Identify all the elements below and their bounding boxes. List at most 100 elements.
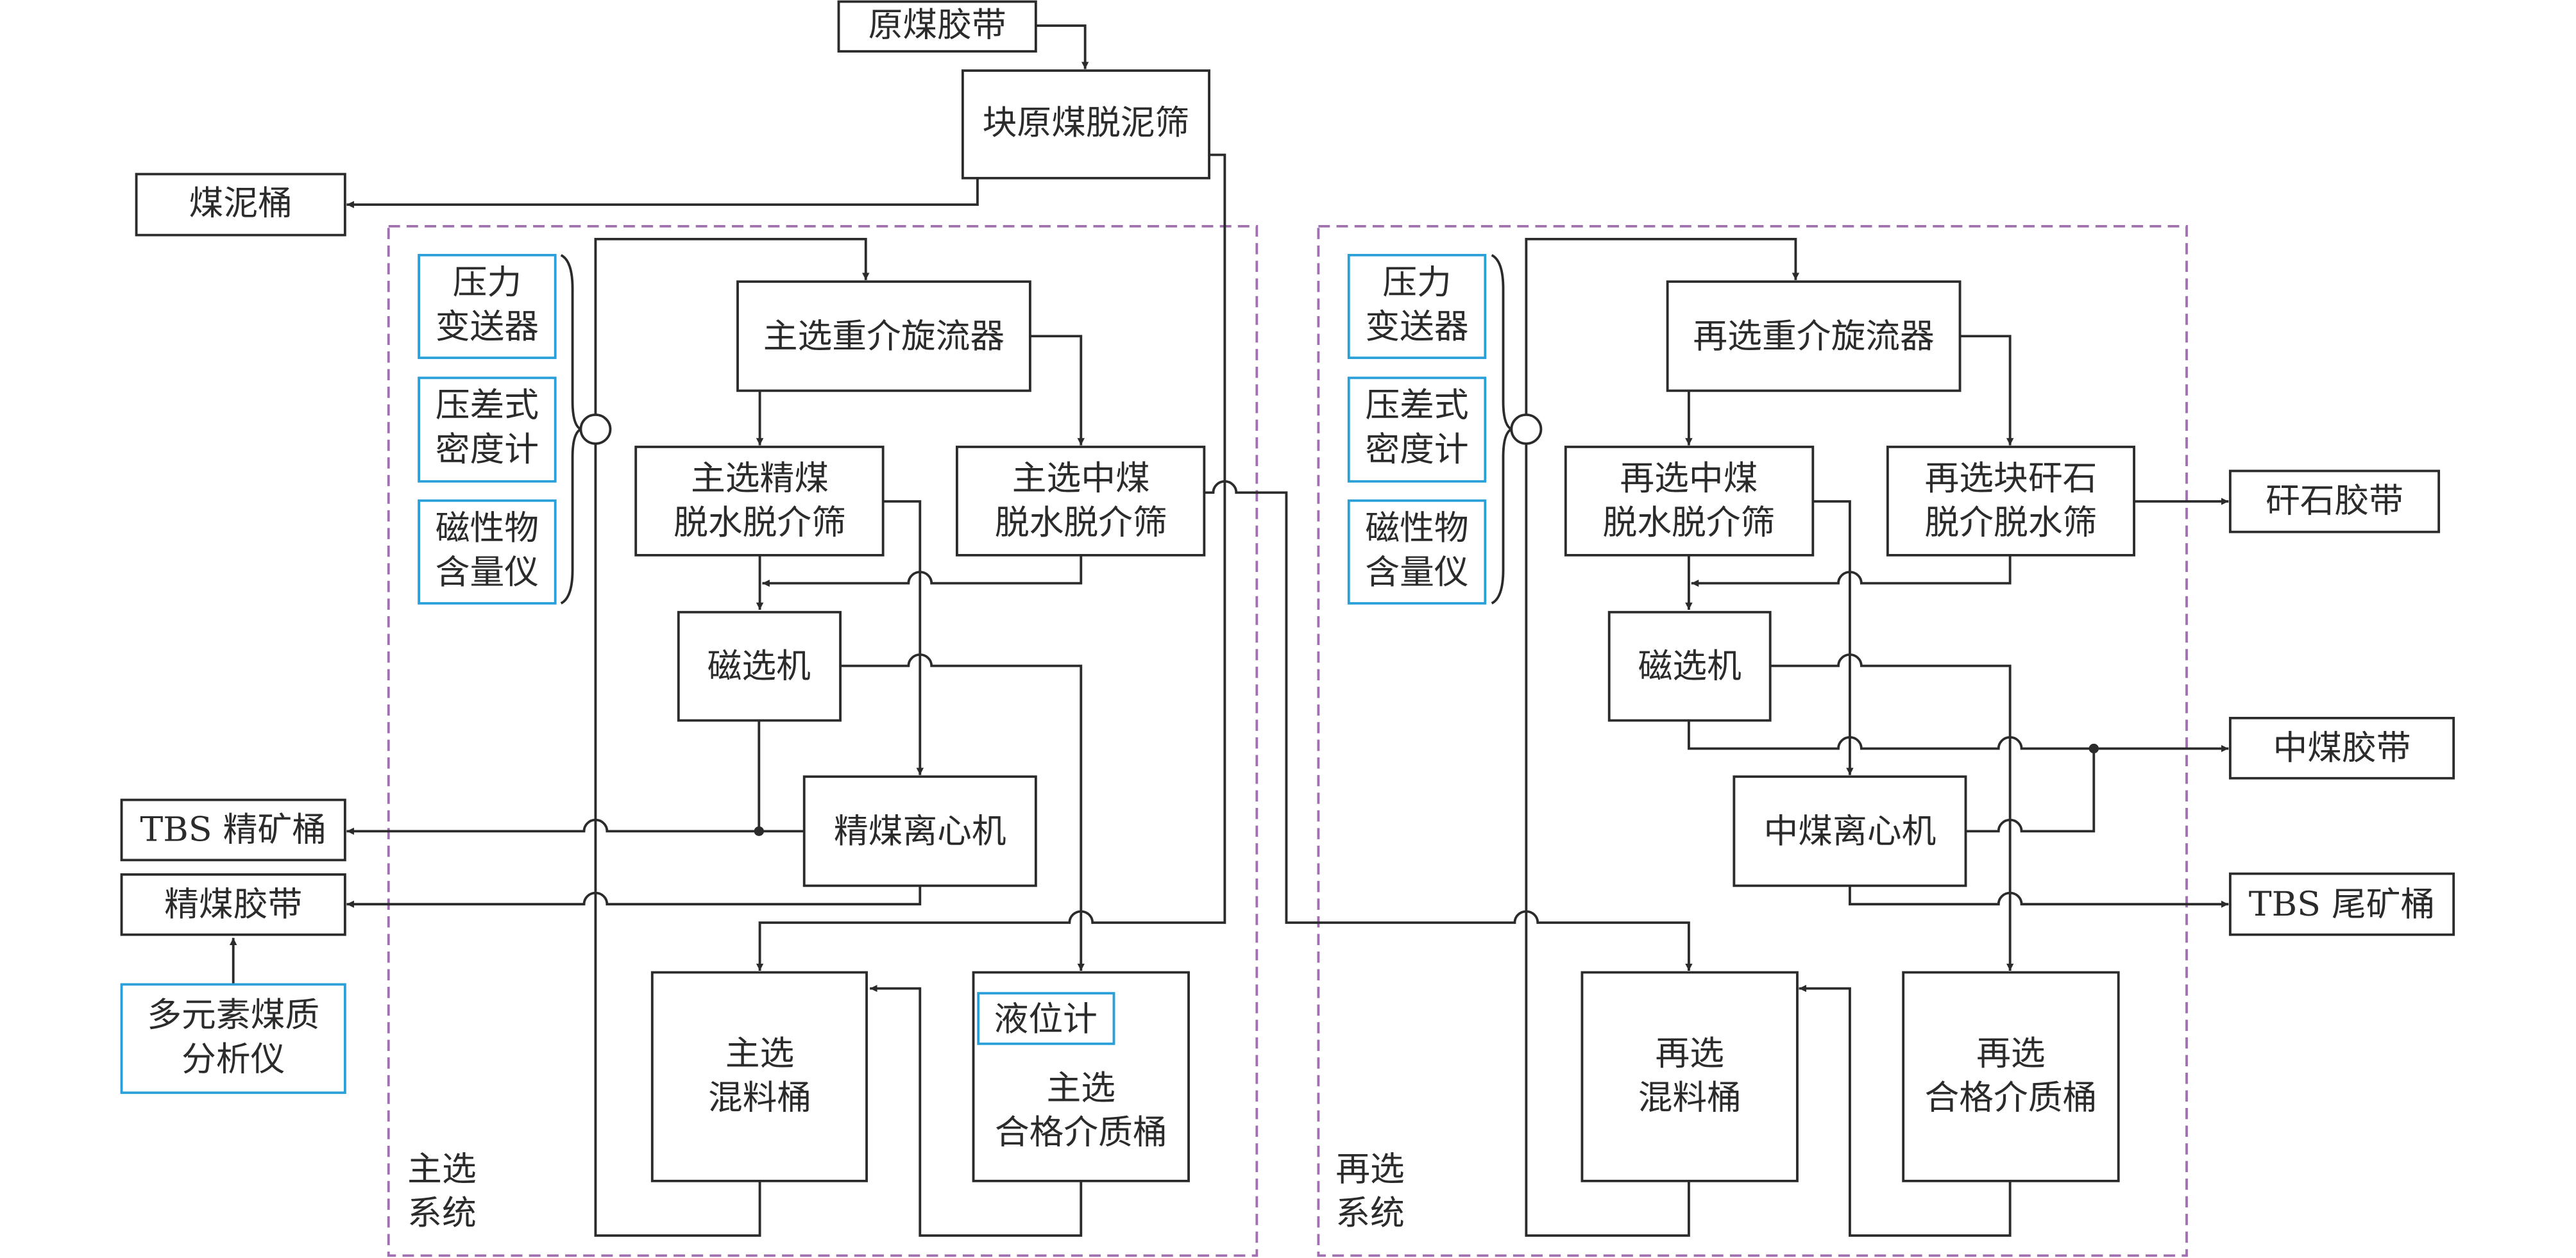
svg-text:主选: 主选 bbox=[725, 1034, 795, 1073]
arrow-re-medium-to-mixing bbox=[1799, 984, 2012, 1237]
svg-text:再选中煤: 再选中煤 bbox=[1620, 458, 1758, 498]
svg-text:压力: 压力 bbox=[453, 263, 522, 302]
svg-text:TBS 尾矿桶: TBS 尾矿桶 bbox=[2249, 885, 2436, 924]
arrow-cyclone-to-middling-screen bbox=[1030, 335, 1085, 446]
main-medium-tank: 液位计 主选 合格介质桶 bbox=[972, 971, 1190, 1182]
re-instrument-pressure: 压力 变送器 bbox=[1347, 254, 1487, 359]
main-cyclone: 主选重介旋流器 bbox=[736, 280, 1031, 392]
svg-text:磁性物: 磁性物 bbox=[436, 508, 539, 548]
re-magnetic-separator: 磁选机 bbox=[1607, 610, 1772, 722]
svg-text:主选中煤: 主选中煤 bbox=[1012, 458, 1150, 498]
svg-text:合格介质桶: 合格介质桶 bbox=[995, 1112, 1167, 1152]
svg-text:液位计: 液位计 bbox=[994, 999, 1097, 1038]
svg-text:主选重介旋流器: 主选重介旋流器 bbox=[763, 317, 1004, 356]
arrow-main-mixing-to-cyclone bbox=[594, 238, 870, 1237]
main-instrument-density: 压差式 密度计 bbox=[418, 376, 557, 483]
line-centrifuge-to-junction bbox=[1965, 748, 2096, 833]
arrow-raw-to-desliming bbox=[1035, 24, 1089, 69]
arrow-desliming-to-slime bbox=[346, 178, 979, 208]
multi-element-analyzer: 多元素煤质 分析仪 bbox=[120, 983, 346, 1094]
desliming-screen: 块原煤脱泥筛 bbox=[961, 69, 1210, 180]
svg-text:再选: 再选 bbox=[1655, 1034, 1724, 1073]
re-cyclone: 再选重介旋流器 bbox=[1666, 280, 1962, 392]
arrow-re-screen-to-centrifuge bbox=[1813, 500, 1854, 775]
re-instruments-brace bbox=[1491, 254, 1514, 605]
svg-text:混料桶: 混料桶 bbox=[708, 1078, 811, 1117]
re-gangue-screen: 再选块矸石 脱介脱水筛 bbox=[1886, 446, 2135, 557]
svg-text:混料桶: 混料桶 bbox=[1638, 1078, 1741, 1117]
svg-text:再选块矸石: 再选块矸石 bbox=[1925, 458, 2097, 498]
re-system-label: 系统 bbox=[1335, 1193, 1405, 1232]
svg-text:压差式: 压差式 bbox=[436, 385, 539, 424]
main-system-label: 主选 bbox=[407, 1149, 477, 1188]
svg-text:再选重介旋流器: 再选重介旋流器 bbox=[1693, 317, 1934, 356]
svg-text:压差式: 压差式 bbox=[1365, 385, 1468, 424]
tbs-tailings-bucket: TBS 尾矿桶 bbox=[2228, 872, 2455, 936]
svg-text:精煤胶带: 精煤胶带 bbox=[164, 885, 302, 924]
svg-text:原煤胶带: 原煤胶带 bbox=[869, 5, 1006, 44]
arrow-to-tbs-concentrate bbox=[346, 818, 804, 835]
main-instruments-brace bbox=[560, 254, 584, 605]
svg-text:压力: 压力 bbox=[1382, 263, 1452, 302]
svg-text:磁选机: 磁选机 bbox=[708, 646, 811, 685]
svg-text:脱介脱水筛: 脱介脱水筛 bbox=[1925, 503, 2097, 542]
svg-text:多元素煤质: 多元素煤质 bbox=[147, 995, 319, 1034]
svg-text:主选: 主选 bbox=[1047, 1068, 1116, 1107]
svg-text:密度计: 密度计 bbox=[1365, 430, 1468, 469]
re-instrument-density: 压差式 密度计 bbox=[1347, 376, 1487, 483]
level-meter bbox=[977, 992, 1115, 1045]
svg-text:主选精煤: 主选精煤 bbox=[691, 458, 829, 498]
junction-dot bbox=[2089, 743, 2099, 753]
main-middling-screen: 主选中煤 脱水脱介筛 bbox=[955, 446, 1206, 557]
arrow-re-mixing-to-cyclone bbox=[1525, 238, 1800, 1237]
gangue-belt: 矸石胶带 bbox=[2228, 469, 2441, 533]
main-instrument-pressure: 压力 变送器 bbox=[418, 254, 557, 359]
svg-text:密度计: 密度计 bbox=[436, 430, 539, 469]
slime-bucket: 煤泥桶 bbox=[135, 172, 346, 237]
re-medium-tank: 再选 合格介质桶 bbox=[1902, 971, 2120, 1182]
arrow-to-middling-belt bbox=[1688, 720, 2229, 753]
arrow-re-magnetic-to-medium bbox=[1770, 653, 2014, 971]
svg-text:含量仪: 含量仪 bbox=[436, 553, 539, 592]
junction-dot bbox=[754, 826, 764, 836]
re-instrument-magnetic: 磁性物 含量仪 bbox=[1347, 499, 1487, 605]
arrow-middling-screen-to-magnetic bbox=[762, 555, 1083, 587]
svg-text:脱水脱介筛: 脱水脱介筛 bbox=[1603, 503, 1775, 542]
re-mixing-tank: 再选 混料桶 bbox=[1580, 971, 1799, 1182]
svg-text:变送器: 变送器 bbox=[436, 307, 539, 346]
svg-text:变送器: 变送器 bbox=[1365, 307, 1468, 346]
svg-text:脱水脱介筛: 脱水脱介筛 bbox=[674, 503, 846, 542]
re-middling-screen: 再选中煤 脱水脱介筛 bbox=[1564, 446, 1815, 557]
main-instrument-magnetic: 磁性物 含量仪 bbox=[418, 499, 557, 605]
clean-coal-belt: 精煤胶带 bbox=[120, 873, 346, 936]
arrow-main-middling-to-re-mixing bbox=[1204, 480, 1693, 971]
arrow-clean-screen-to-centrifuge bbox=[883, 500, 924, 775]
main-clean-screen: 主选精煤 脱水脱介筛 bbox=[634, 446, 885, 557]
main-system-label: 系统 bbox=[407, 1193, 477, 1232]
svg-text:脱水脱介筛: 脱水脱介筛 bbox=[995, 503, 1167, 542]
re-instrument-tap-circle bbox=[1510, 414, 1543, 445]
svg-text:精煤离心机: 精煤离心机 bbox=[834, 812, 1006, 851]
tbs-concentrate-bucket: TBS 精矿桶 bbox=[120, 798, 346, 862]
middling-belt: 中煤胶带 bbox=[2228, 717, 2455, 780]
re-system-border bbox=[1317, 224, 2188, 1257]
flow-lines bbox=[229, 24, 2229, 1237]
arrow-medium-to-mixing bbox=[870, 984, 1083, 1237]
main-system-border bbox=[387, 224, 1258, 1257]
arrow-re-cyclone-to-gangue-screen bbox=[1960, 335, 2014, 446]
re-centrifuge: 中煤离心机 bbox=[1733, 775, 1967, 887]
re-system-label: 再选 bbox=[1335, 1149, 1405, 1188]
arrow-to-tbs-tailings bbox=[1849, 885, 2229, 908]
arrow-centrifuge-to-clean-belt bbox=[346, 885, 922, 908]
svg-text:合格介质桶: 合格介质桶 bbox=[1925, 1078, 2097, 1117]
svg-text:磁性物: 磁性物 bbox=[1365, 508, 1468, 548]
main-mixing-tank: 主选 混料桶 bbox=[650, 971, 868, 1182]
main-centrifuge: 精煤离心机 bbox=[802, 775, 1037, 887]
svg-text:块原煤脱泥筛: 块原煤脱泥筛 bbox=[983, 103, 1190, 142]
raw-coal-belt: 原煤胶带 bbox=[837, 0, 1037, 53]
svg-text:TBS 精矿桶: TBS 精矿桶 bbox=[140, 810, 326, 849]
main-magnetic-separator: 磁选机 bbox=[677, 610, 842, 722]
main-instrument-tap-circle bbox=[579, 414, 612, 445]
svg-text:矸石胶带: 矸石胶带 bbox=[2266, 481, 2403, 520]
